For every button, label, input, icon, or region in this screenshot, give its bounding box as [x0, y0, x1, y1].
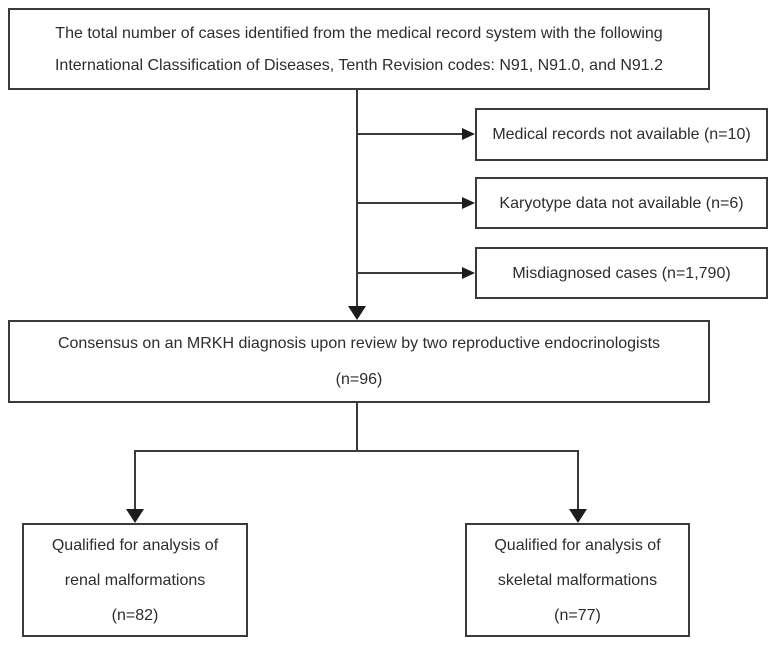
arrow-right-icon	[462, 267, 475, 279]
arrow-down-icon	[569, 509, 587, 523]
renal-line1: Qualified for analysis of	[51, 536, 219, 554]
consensus-count: (n=96)	[335, 371, 383, 388]
arrow-down-icon	[348, 306, 366, 320]
arrow-right-icon	[462, 197, 475, 209]
skeletal-line1: Qualified for analysis of	[494, 536, 661, 554]
connector-horizontal	[134, 450, 579, 452]
renal-analysis-box: Qualified for analysis of renal malforma…	[22, 523, 248, 637]
total-cases-box: The total number of cases identified fro…	[8, 8, 710, 90]
skeletal-count: (n=77)	[554, 606, 601, 624]
arrow-right-icon	[462, 128, 475, 140]
exclusion-box-karyotype: Karyotype data not available (n=6)	[475, 177, 768, 229]
connector-branch-1	[357, 133, 465, 135]
exclusion-box-misdiagnosed: Misdiagnosed cases (n=1,790)	[475, 247, 768, 299]
exclusion-label: Misdiagnosed cases (n=1,790)	[512, 264, 731, 282]
renal-count: (n=82)	[111, 606, 159, 624]
consensus-box: Consensus on an MRKH diagnosis upon revi…	[8, 320, 710, 403]
connector-mid-stem	[356, 403, 358, 451]
total-cases-line1: The total number of cases identified fro…	[55, 24, 663, 42]
exclusion-label: Medical records not available (n=10)	[492, 126, 751, 143]
consensus-line1: Consensus on an MRKH diagnosis upon revi…	[57, 335, 661, 352]
exclusion-box-medical-records: Medical records not available (n=10)	[475, 108, 768, 161]
skeletal-analysis-box: Qualified for analysis of skeletal malfo…	[465, 523, 690, 637]
total-cases-line2: International Classification of Diseases…	[54, 56, 664, 74]
arrow-down-icon	[126, 509, 144, 523]
skeletal-line2: skeletal malformations	[497, 571, 658, 589]
connector-drop-left	[134, 450, 136, 510]
renal-line2: renal malformations	[64, 571, 206, 589]
connector-drop-right	[577, 450, 579, 510]
connector-branch-2	[357, 202, 465, 204]
connector-top-stem	[356, 90, 358, 308]
exclusion-label: Karyotype data not available (n=6)	[499, 194, 744, 212]
connector-branch-3	[357, 272, 465, 274]
